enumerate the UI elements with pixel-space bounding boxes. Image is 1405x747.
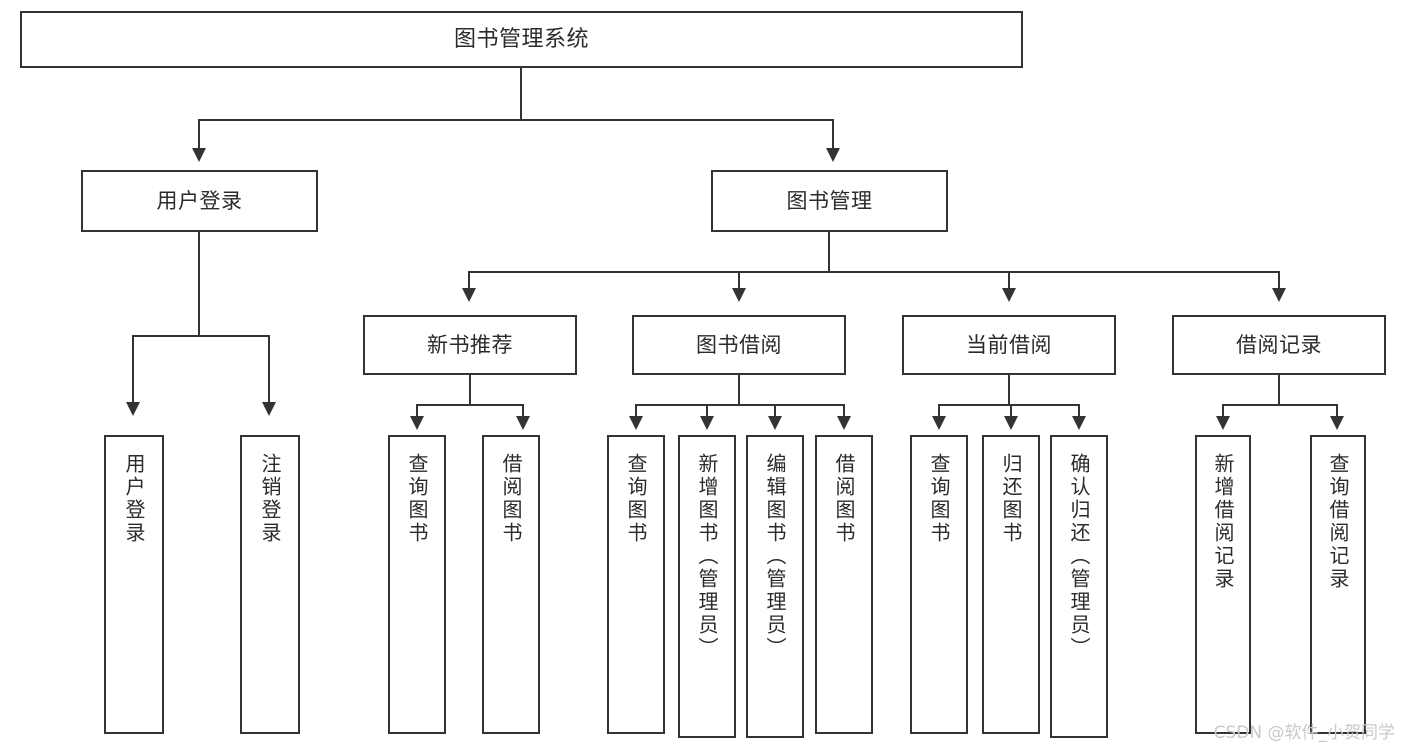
node-leaf-borrow-book-newbook[interactable]: 借阅图书: [482, 435, 540, 734]
arrowhead-current-borrow-child-1: [932, 416, 946, 430]
connector-level3-drop-1: [468, 271, 470, 291]
connector-user-login-drop-2: [268, 335, 270, 405]
node-leaf-user-login[interactable]: 用户登录: [104, 435, 164, 734]
connector-level3-drop-3: [1008, 271, 1010, 291]
connector-new-book-stem: [469, 375, 471, 405]
node-root-system[interactable]: 图书管理系统: [20, 11, 1023, 68]
node-leaf-logout[interactable]: 注销登录: [240, 435, 300, 734]
node-label: 图书借阅: [696, 332, 782, 357]
connector-level3-drop-2: [738, 271, 740, 291]
arrowhead-level3-2: [732, 288, 746, 302]
arrowhead-user-login-child-2: [262, 402, 276, 416]
arrowhead-book-borrow-child-2: [700, 416, 714, 430]
node-leaf-query-borrow-record[interactable]: 查询借阅记录: [1310, 435, 1366, 734]
node-current-borrow[interactable]: 当前借阅: [902, 315, 1116, 375]
connector-book-borrow-drop-4: [843, 404, 845, 418]
node-label: 用户登录: [156, 188, 243, 213]
node-leaf-add-borrow-record[interactable]: 新增借阅记录: [1195, 435, 1251, 734]
arrowhead-current-borrow-child-3: [1072, 416, 1086, 430]
connector-current-borrow-bus: [938, 404, 1080, 406]
arrowhead-current-borrow-child-2: [1004, 416, 1018, 430]
connector-current-borrow-stem: [1008, 375, 1010, 405]
arrowhead-book-borrow-child-3: [768, 416, 782, 430]
node-label: 查询图书: [405, 453, 429, 545]
node-label: 新增图书（管理员）: [695, 453, 719, 660]
arrowhead-level3-4: [1272, 288, 1286, 302]
connector-book-borrow-drop-2: [706, 404, 708, 418]
node-leaf-confirm-return-admin[interactable]: 确认归还（管理员）: [1050, 435, 1108, 738]
node-new-book-recommend[interactable]: 新书推荐: [363, 315, 577, 375]
node-label: 确认归还（管理员）: [1067, 453, 1091, 660]
arrowhead-new-book-child-2: [516, 416, 530, 430]
node-leaf-query-book-borrow[interactable]: 查询图书: [607, 435, 665, 734]
connector-user-login-bus: [132, 335, 268, 337]
node-label: 借阅图书: [832, 453, 856, 545]
arrowhead-book-borrow-child-1: [629, 416, 643, 430]
connector-root-to-book-manage: [832, 119, 834, 151]
node-leaf-add-book-admin[interactable]: 新增图书（管理员）: [678, 435, 736, 738]
node-book-management[interactable]: 图书管理: [711, 170, 948, 232]
connector-borrow-record-drop-2: [1336, 404, 1338, 418]
node-user-login[interactable]: 用户登录: [81, 170, 318, 232]
node-label: 当前借阅: [966, 332, 1052, 357]
arrowhead-user-login: [192, 148, 206, 162]
connector-current-borrow-drop-1: [938, 404, 940, 418]
node-leaf-return-book[interactable]: 归还图书: [982, 435, 1040, 734]
node-label: 查询图书: [624, 453, 648, 545]
node-book-borrow[interactable]: 图书借阅: [632, 315, 846, 375]
node-label: 借阅记录: [1236, 332, 1322, 357]
node-label: 归还图书: [999, 453, 1023, 545]
connector-book-borrow-bus: [635, 404, 845, 406]
connector-book-borrow-drop-3: [774, 404, 776, 418]
connector-root-bus: [198, 119, 834, 121]
connector-user-login-stem: [198, 232, 200, 336]
connector-current-borrow-drop-2: [1010, 404, 1012, 418]
connector-new-book-drop-1: [416, 404, 418, 418]
node-label: 图书管理系统: [453, 26, 589, 52]
node-label: 新书推荐: [427, 332, 513, 357]
node-label: 借阅图书: [499, 453, 523, 545]
node-leaf-borrow-book[interactable]: 借阅图书: [815, 435, 873, 734]
connector-new-book-bus: [416, 404, 524, 406]
node-label: 查询借阅记录: [1326, 453, 1350, 591]
connector-borrow-record-bus: [1222, 404, 1338, 406]
arrowhead-borrow-record-child-1: [1216, 416, 1230, 430]
arrowhead-level3-3: [1002, 288, 1016, 302]
arrowhead-book-manage: [826, 148, 840, 162]
connector-book-manage-bus: [468, 271, 1280, 273]
connector-level3-drop-4: [1278, 271, 1280, 291]
node-label: 编辑图书（管理员）: [763, 453, 787, 660]
arrowhead-user-login-child-1: [126, 402, 140, 416]
connector-book-borrow-drop-1: [635, 404, 637, 418]
connector-book-borrow-stem: [738, 375, 740, 405]
connector-root-to-user-login: [198, 119, 200, 151]
arrowhead-borrow-record-child-2: [1330, 416, 1344, 430]
connector-borrow-record-stem: [1278, 375, 1280, 405]
connector-current-borrow-drop-3: [1078, 404, 1080, 418]
node-label: 新增借阅记录: [1211, 453, 1235, 591]
node-label: 查询图书: [927, 453, 951, 545]
node-label: 图书管理: [786, 188, 873, 213]
node-label: 用户登录: [122, 453, 146, 545]
arrowhead-level3-1: [462, 288, 476, 302]
connector-user-login-drop-1: [132, 335, 134, 405]
node-leaf-query-book-current[interactable]: 查询图书: [910, 435, 968, 734]
node-label: 注销登录: [258, 453, 282, 545]
connector-book-manage-stem: [828, 232, 830, 272]
connector-root-stem: [520, 68, 522, 120]
node-borrow-record[interactable]: 借阅记录: [1172, 315, 1386, 375]
node-leaf-edit-book-admin[interactable]: 编辑图书（管理员）: [746, 435, 804, 738]
arrowhead-new-book-child-1: [410, 416, 424, 430]
connector-new-book-drop-2: [522, 404, 524, 418]
connector-borrow-record-drop-1: [1222, 404, 1224, 418]
arrowhead-book-borrow-child-4: [837, 416, 851, 430]
node-leaf-query-book-newbook[interactable]: 查询图书: [388, 435, 446, 734]
